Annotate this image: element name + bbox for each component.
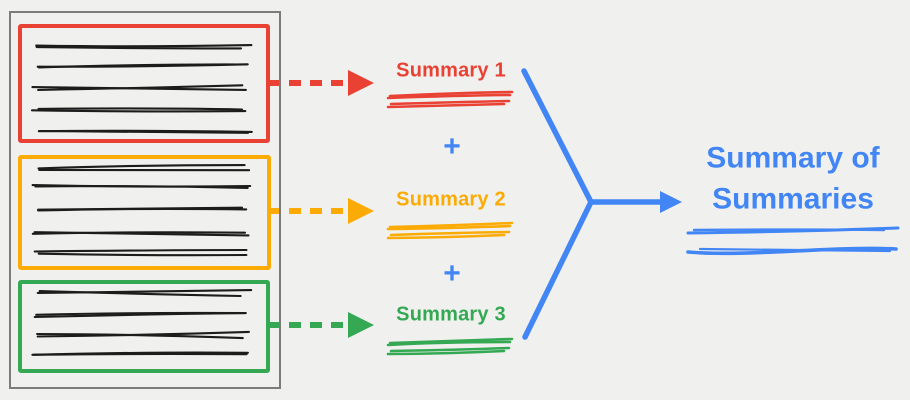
- summary-2-label: Summary 2: [396, 188, 506, 211]
- plus-sign-1: +: [443, 130, 461, 163]
- merge-arrow: [521, 68, 682, 340]
- document-section-3-text-lines: [31, 289, 253, 356]
- document-section-2: [18, 155, 271, 270]
- summary-3-label: Summary 3: [396, 303, 506, 326]
- summary-of-summaries-scribble: [686, 226, 900, 256]
- document-section-1: [18, 24, 270, 143]
- summary-1-scribble: [386, 90, 514, 109]
- summary-3-scribble: [386, 337, 514, 356]
- document-section-1-text-lines: [30, 44, 253, 134]
- summary-2-scribble: [386, 221, 514, 240]
- document-section-2-text-lines: [31, 164, 252, 257]
- document-section-3: [18, 280, 270, 373]
- summary-1-label: Summary 1: [396, 59, 506, 82]
- plus-sign-2: +: [443, 257, 461, 290]
- arrow-section-3-to-summary-3: [268, 312, 374, 338]
- document-frame: [9, 11, 281, 389]
- summary-of-summaries-label: Summary of Summaries: [706, 141, 880, 216]
- arrow-section-2-to-summary-2: [268, 198, 374, 224]
- arrow-section-1-to-summary-1: [268, 70, 374, 96]
